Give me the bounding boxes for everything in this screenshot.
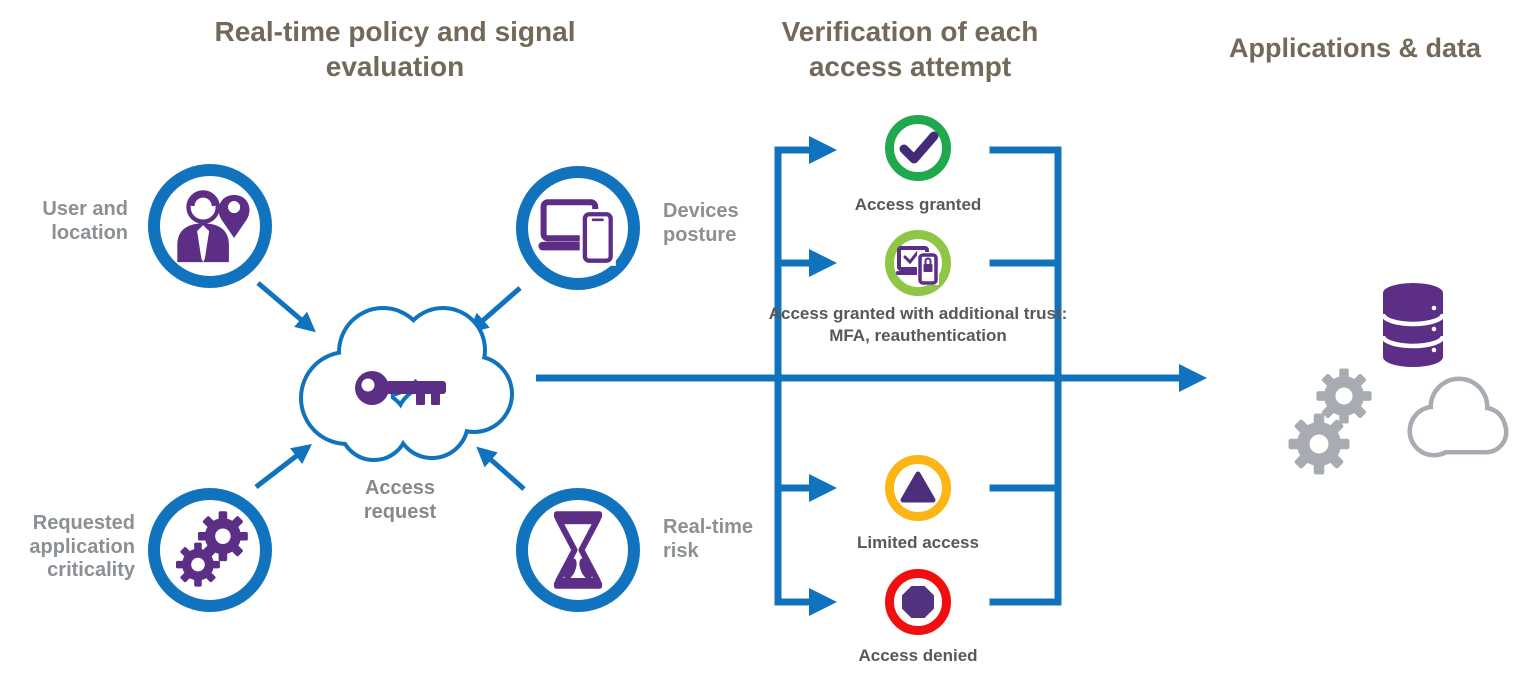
devices-posture-icon (538, 199, 616, 266)
access-request-cloud (299, 306, 514, 462)
outcome-label-mfa: Access granted with additional trust: MF… (768, 304, 1068, 346)
signal-label-application-criticality: Requested application criticality (29, 512, 135, 582)
policy-column-title: Real-time policy and signal evaluation (214, 16, 576, 82)
mfa-devices-icon (896, 246, 939, 285)
check-icon (899, 131, 939, 164)
outcome-label-access-denied: Access denied (858, 646, 978, 665)
application-gears-icon (176, 511, 248, 587)
signal-arrows (254, 281, 526, 491)
verification-column-title: Verification of each access attempt (781, 16, 1039, 82)
hourglass-icon (553, 511, 603, 589)
outcome-node-access-denied (885, 569, 951, 635)
outcome-label-access-granted: Access granted (854, 195, 982, 214)
user-location-icon (177, 190, 250, 263)
verification-right-bracket (989, 146, 1062, 606)
outcome-node-limited-access (885, 455, 951, 521)
signal-node-real-time-risk (516, 488, 640, 612)
signal-label-real-time-risk: Real-time risk (663, 516, 754, 562)
stop-octagon-icon (902, 586, 934, 618)
access-request-label: Access request (363, 477, 437, 523)
signal-node-devices-posture (516, 166, 640, 290)
signal-label-devices-posture: Devices posture (663, 200, 739, 246)
gears-icon (1288, 368, 1372, 475)
key-icon (355, 371, 446, 405)
outcome-node-mfa (885, 230, 951, 296)
warning-triangle-icon (900, 471, 936, 503)
outcome-node-access-granted (885, 115, 951, 181)
verification-left-bracket (774, 136, 837, 616)
outcome-label-limited-access: Limited access (857, 533, 979, 552)
database-icon (1380, 283, 1446, 367)
signal-label-user-location: User and location (42, 198, 128, 244)
signal-node-user-location (148, 164, 272, 288)
signal-node-application-criticality (148, 488, 272, 612)
cloud-icon (1407, 376, 1509, 458)
applications-column-title: Applications & data (1228, 33, 1482, 63)
